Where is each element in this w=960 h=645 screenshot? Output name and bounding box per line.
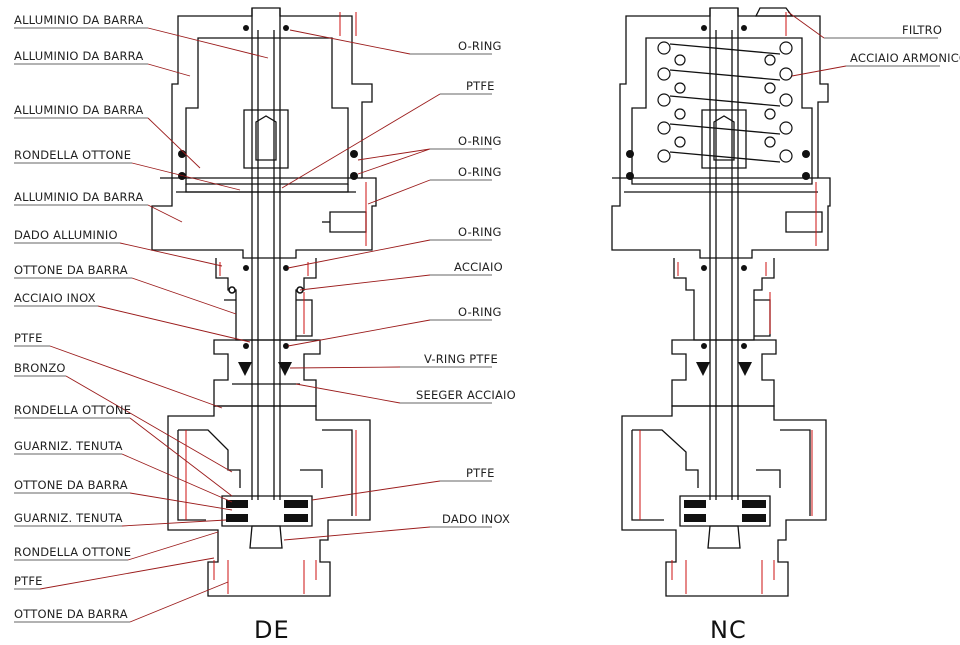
label-mid-9: SEEGER ACCIAIO [416, 388, 516, 402]
label-left-3: ALLUMINIO DA BARRA [14, 103, 143, 117]
label-mid-3: O-RING [458, 134, 502, 148]
label-mid-10: PTFE [466, 466, 495, 480]
caption-nc: NC [710, 616, 747, 644]
valve-nc-section [611, 7, 831, 597]
label-mid-7: O-RING [458, 305, 502, 319]
label-right-2: ACCIAIO ARMONICO [850, 51, 960, 65]
label-mid-6: ACCIAIO [454, 260, 503, 274]
label-left-10: BRONZO [14, 361, 66, 375]
right-labels: FILTRO ACCIAIO ARMONICO [787, 11, 960, 77]
label-mid-4: O-RING [458, 165, 502, 179]
label-left-8: ACCIAIO INOX [14, 291, 96, 305]
label-right-1: FILTRO [902, 23, 942, 37]
label-left-7: OTTONE DA BARRA [14, 263, 128, 277]
spring-coils [657, 41, 793, 163]
label-left-6: DADO ALLUMINIO [14, 228, 118, 242]
label-mid-8: V-RING PTFE [424, 352, 498, 366]
label-left-16: PTFE [14, 574, 43, 588]
label-left-9: PTFE [14, 331, 43, 345]
label-left-2: ALLUMINIO DA BARRA [14, 49, 143, 63]
label-left-17: OTTONE DA BARRA [14, 607, 128, 621]
label-mid-5: O-RING [458, 225, 502, 239]
label-mid-2: PTFE [466, 79, 495, 93]
label-left-11: RONDELLA OTTONE [14, 403, 131, 417]
label-left-15: RONDELLA OTTONE [14, 545, 131, 559]
label-left-5: ALLUMINIO DA BARRA [14, 190, 143, 204]
label-left-14: GUARNIZ. TENUTA [14, 511, 123, 525]
label-left-13: OTTONE DA BARRA [14, 478, 128, 492]
label-mid-11: DADO INOX [442, 512, 510, 526]
caption-de: DE [254, 616, 290, 644]
label-left-12: GUARNIZ. TENUTA [14, 439, 123, 453]
label-left-1: ALLUMINIO DA BARRA [14, 13, 143, 27]
label-mid-1: O-RING [458, 39, 502, 53]
middle-labels: O-RING PTFE O-RING O-RING O-RING ACCIAIO… [281, 29, 516, 541]
valve-de-section [151, 7, 377, 597]
label-left-4: RONDELLA OTTONE [14, 148, 131, 162]
left-labels: ALLUMINIO DA BARRA ALLUMINIO DA BARRA AL… [14, 13, 269, 623]
